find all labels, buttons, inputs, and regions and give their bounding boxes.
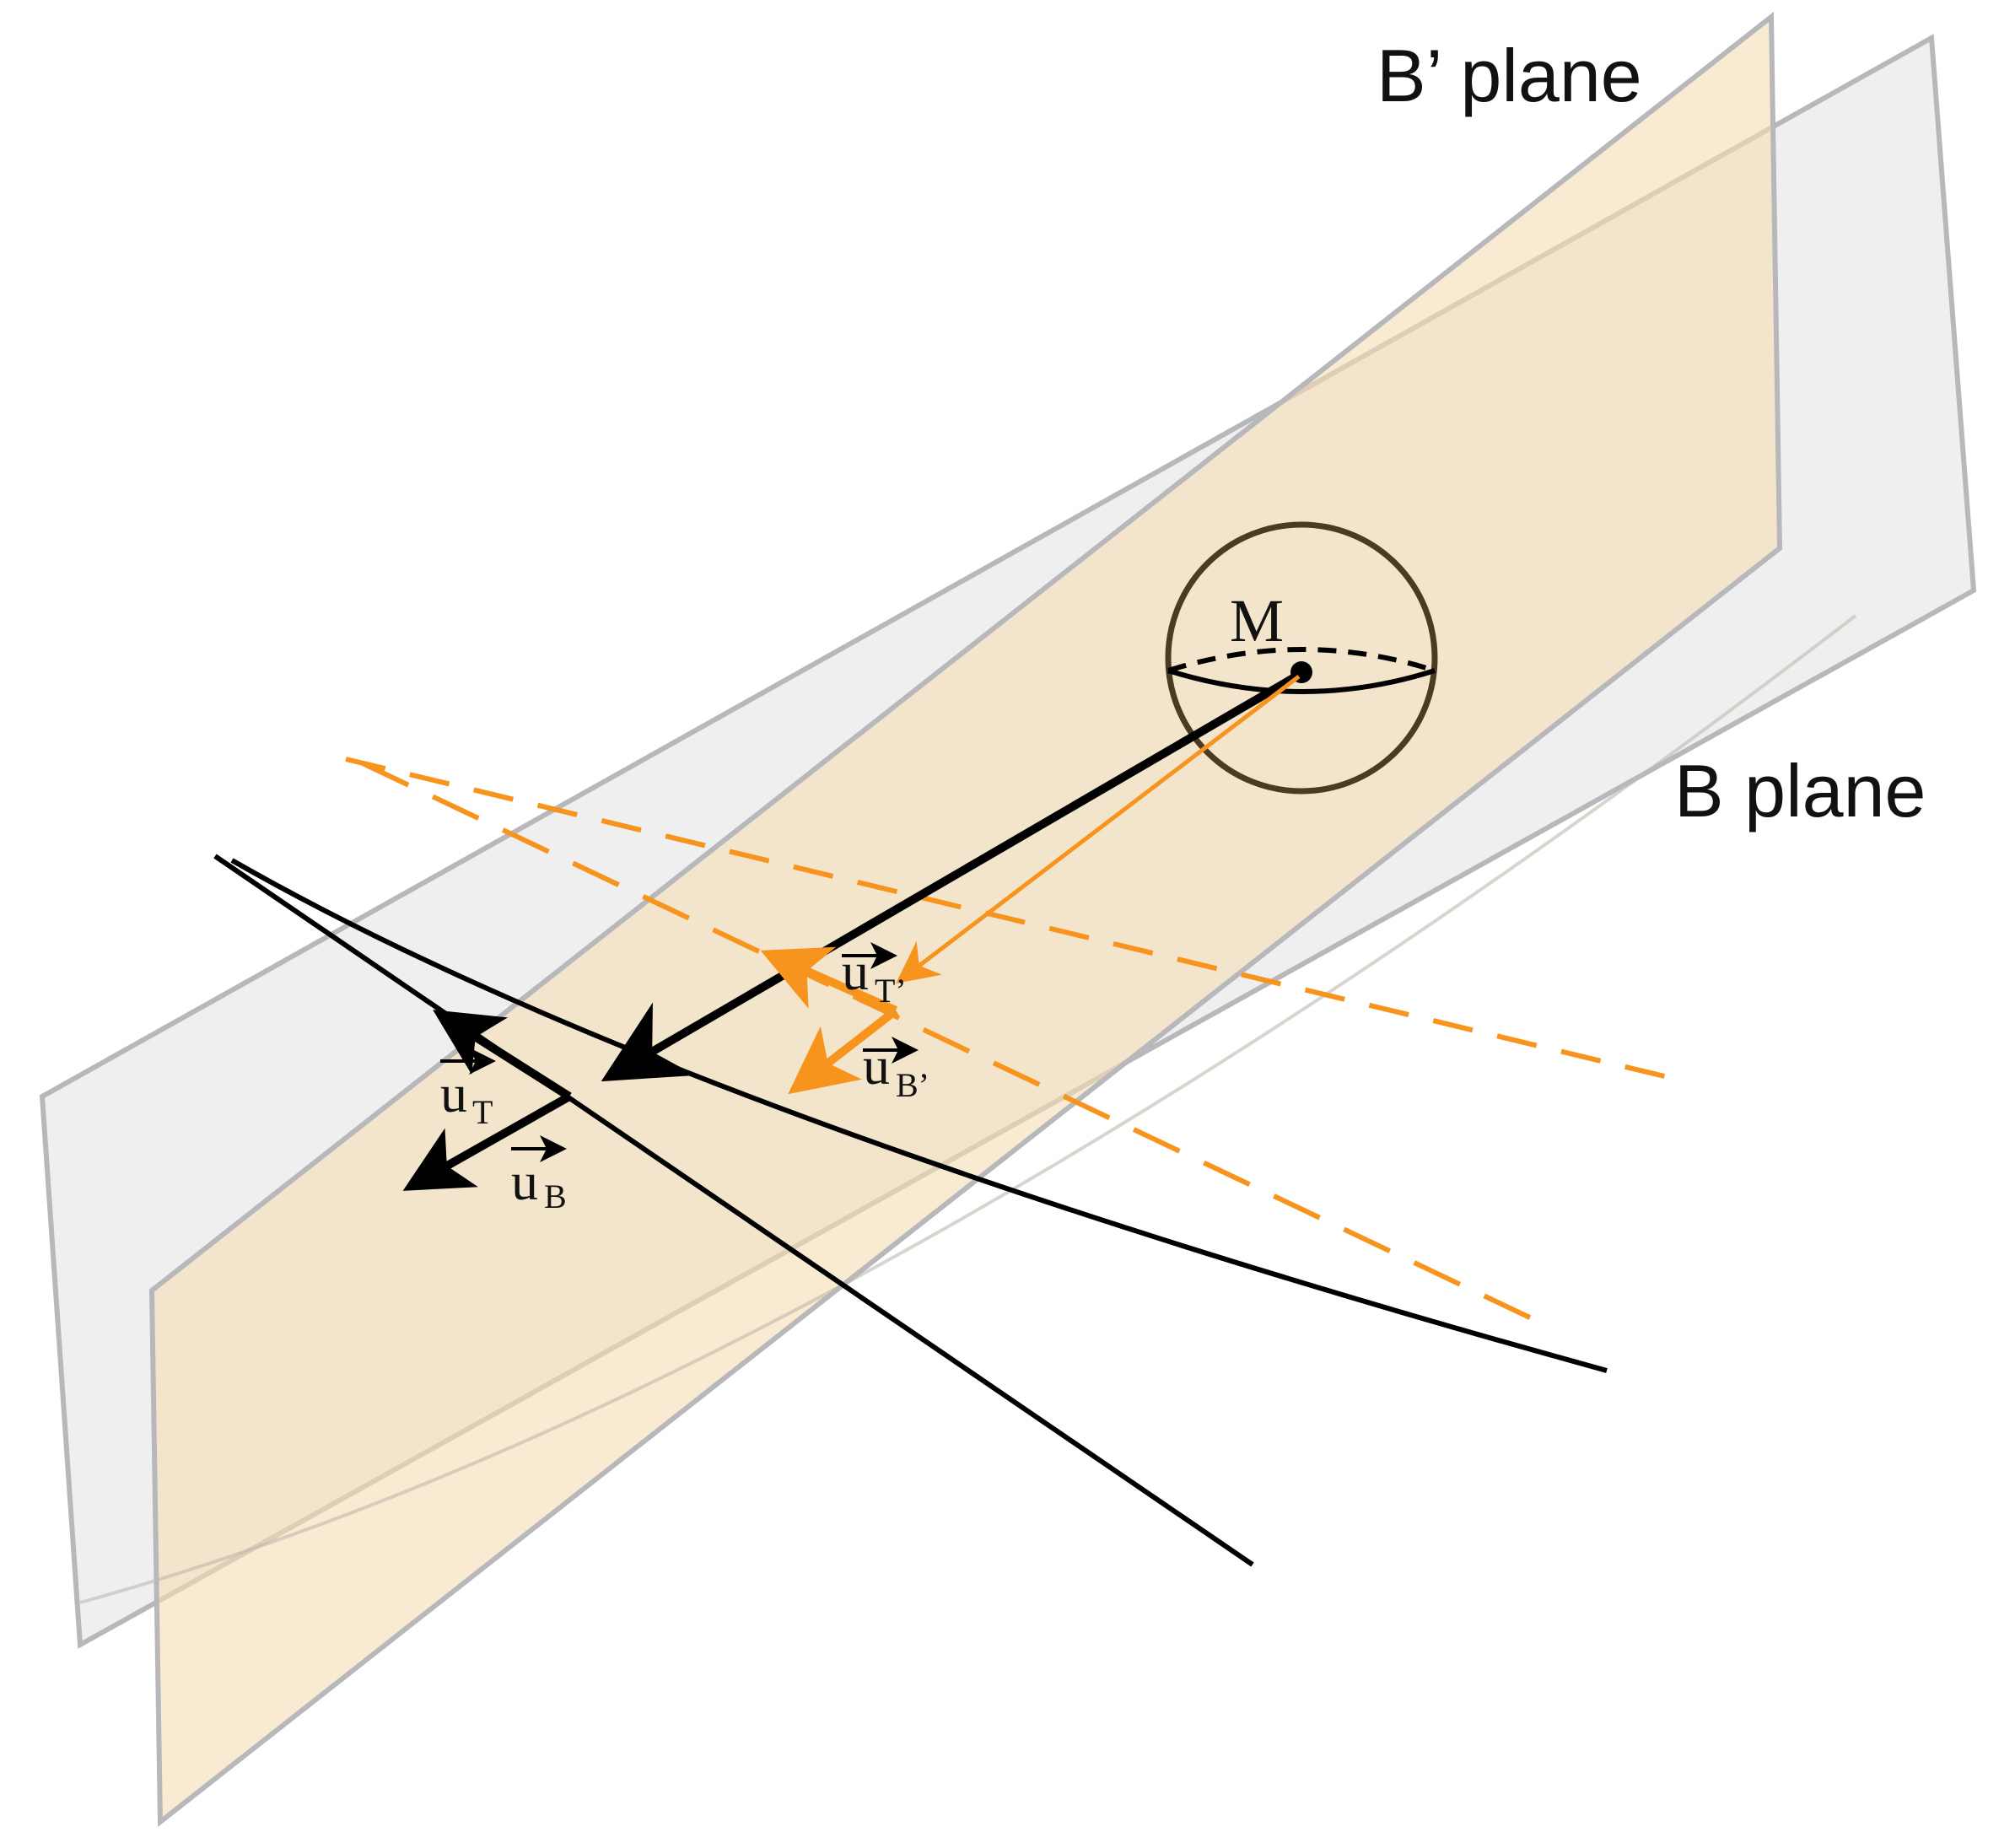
u-b-sub: B [544, 1177, 567, 1215]
u-b-prime-sub: B’ [896, 1066, 929, 1104]
u-b-vector [402, 1092, 572, 1191]
b-prime-axis-dashed [361, 761, 1537, 1323]
sphere-equator-back [1167, 647, 1436, 673]
u-t-vector [433, 1010, 572, 1101]
u-t-prime-sub: T’ [875, 972, 907, 1010]
u-b-prime-label: u B’ [863, 1036, 929, 1104]
u-t-sub: T [472, 1093, 493, 1131]
u-t-prime-base: u [842, 941, 869, 1001]
u-t-base: u [440, 1064, 467, 1123]
b-prime-target-vector [896, 675, 1301, 984]
body-label: M [1230, 587, 1284, 655]
sphere-of-influence [1165, 521, 1438, 795]
u-t-label: u T [440, 1048, 496, 1131]
b-plane-target-vector [601, 671, 1301, 1082]
trajectory-asymptote [213, 854, 1254, 1567]
b-plane-boundary-curve [79, 614, 1857, 1604]
b-plane-label: B plane [1674, 749, 1926, 832]
b-prime-plane-label: B’ plane [1377, 34, 1642, 117]
u-t-prime-label: u T’ [842, 941, 907, 1010]
u-b-label: u B [511, 1135, 567, 1215]
u-b-prime-base: u [863, 1036, 890, 1096]
u-b-prime-vector [788, 1007, 899, 1095]
trajectory-incoming [230, 858, 1608, 1373]
sphere-equator-front [1167, 668, 1436, 694]
t-prime-axis-dashed [345, 757, 1679, 1082]
u-b-base: u [511, 1151, 538, 1211]
u-t-prime-vector [760, 946, 898, 1015]
b-prime-plane [148, 11, 1783, 1828]
